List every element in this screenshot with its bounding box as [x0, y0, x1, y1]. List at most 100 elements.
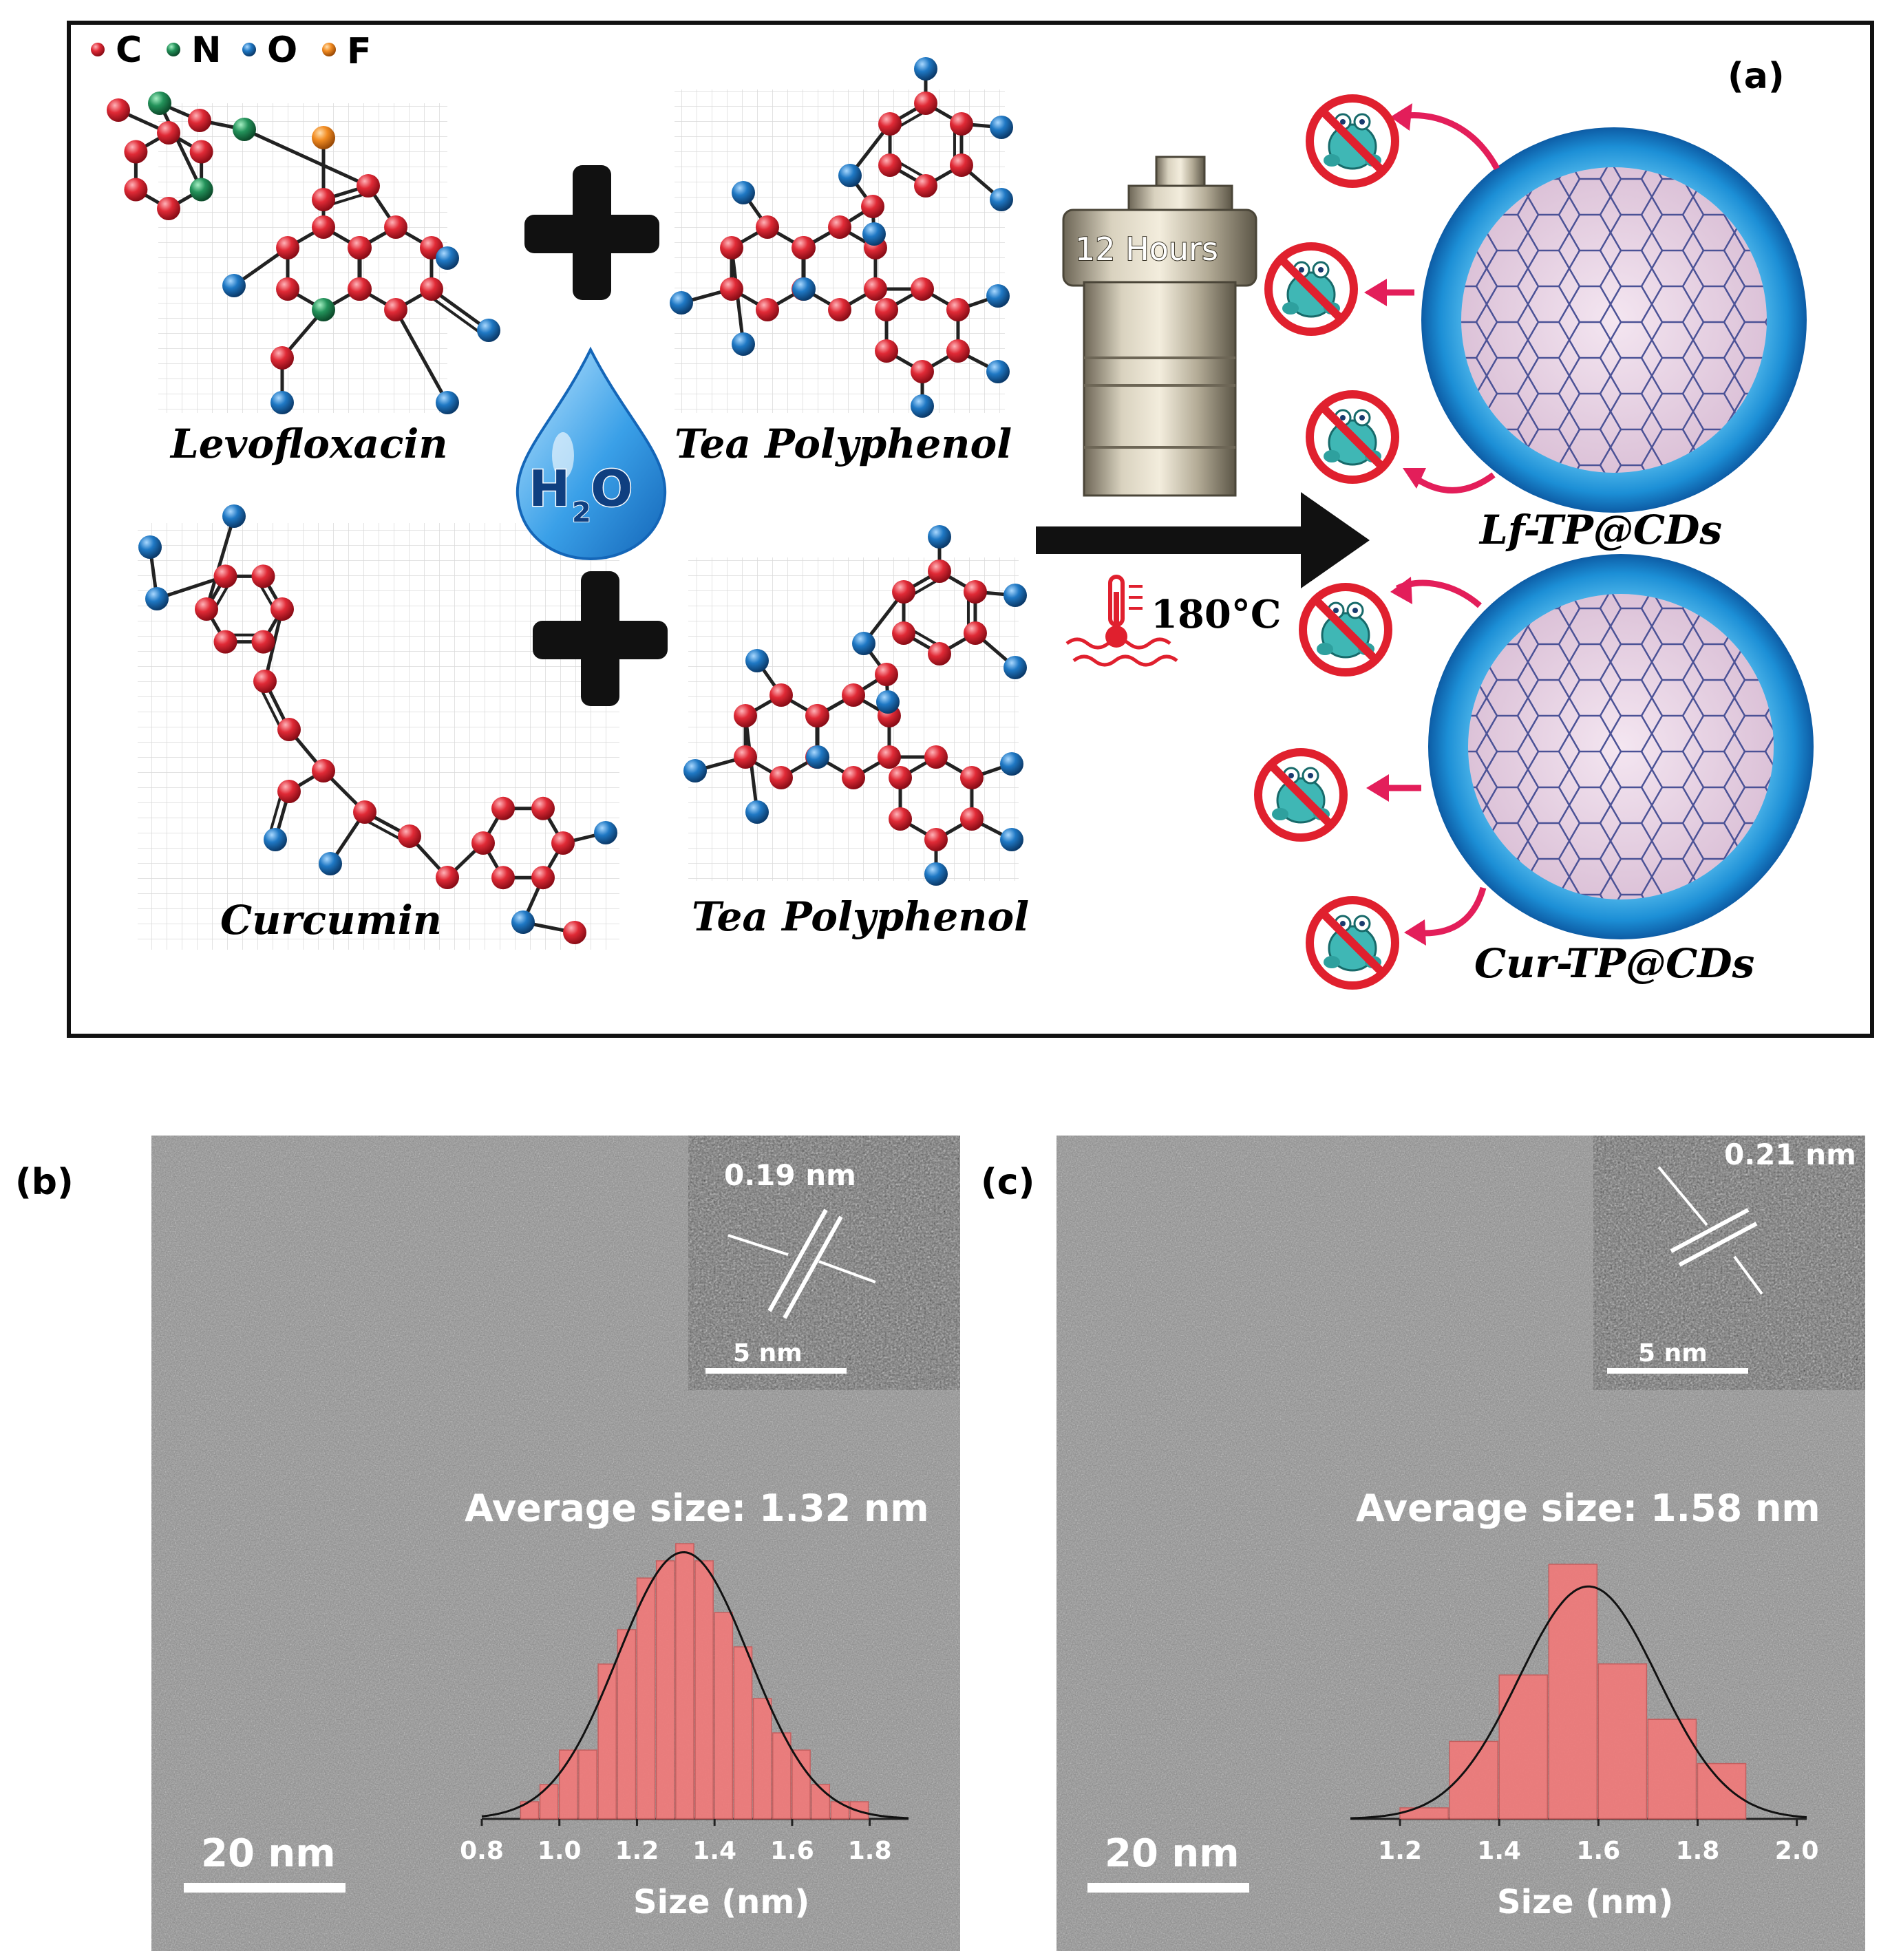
oxygen-atom-icon [242, 43, 256, 56]
scale-bar-c [1087, 1883, 1249, 1893]
carbon-atom [213, 630, 237, 654]
oxygen-atom [1000, 828, 1023, 851]
plus-icon [533, 571, 668, 706]
carbon-atom [842, 766, 865, 789]
histogram-bar [792, 1749, 811, 1820]
histogram-bar [714, 1612, 734, 1820]
carbon-atom [251, 630, 275, 654]
histogram-bar [752, 1698, 772, 1820]
inset-scale-bar-c [1607, 1368, 1748, 1374]
thermometer-icon [1065, 575, 1178, 667]
histogram-bar [1498, 1674, 1549, 1820]
scale-bar-b [184, 1883, 346, 1893]
histogram-tick-label: 1.6 [1576, 1837, 1620, 1865]
carbon-atom [875, 339, 899, 363]
carbon-atom [806, 704, 830, 727]
histogram-bar [733, 1646, 753, 1820]
carbon-atom [928, 560, 951, 583]
carbon-atom [842, 683, 865, 707]
carbon-atom [384, 298, 407, 321]
carbon-atom [270, 597, 294, 621]
water-formula-subscript: 2 [572, 497, 591, 529]
bond [430, 287, 490, 332]
carbon-atom [491, 866, 515, 890]
bond [204, 515, 236, 610]
carbon-atom [863, 277, 887, 301]
arrow-icon [818, 1260, 876, 1283]
legend-carbon: C [116, 30, 142, 71]
oxygen-atom [436, 246, 459, 270]
carbon-atom [189, 140, 213, 164]
antibacterial-arrows [1364, 103, 1500, 946]
panel-c: (c) 0.21 nm 5 nm Average size: 1.58 nm 1… [981, 1136, 1865, 1951]
carbon-atom [348, 277, 372, 301]
inhibited-bacterium-icon [1310, 98, 1395, 184]
carbon-atom [195, 597, 218, 621]
histogram-bar [539, 1784, 559, 1820]
carbon-atom-icon [91, 43, 105, 56]
oxygen-atom [732, 181, 755, 204]
oxygen-atom [990, 188, 1013, 211]
carbon-atom [398, 824, 421, 848]
carbon-atom [491, 796, 515, 820]
histogram-bar [1548, 1564, 1598, 1820]
oxygen-atom [792, 277, 816, 301]
carbon-atom [312, 215, 335, 239]
reaction-arrow-icon [1036, 492, 1370, 588]
carbon-atom [889, 807, 913, 831]
histogram-tick-label: 1.2 [1378, 1837, 1422, 1865]
histogram-tick-label: 0.8 [460, 1837, 504, 1865]
carbon-atom [828, 298, 851, 321]
carbon-atom [756, 215, 779, 239]
carbon-atom [963, 621, 987, 645]
carbon-atom [875, 663, 898, 686]
arrow-icon [728, 1234, 789, 1256]
histogram-bar [1647, 1718, 1697, 1820]
histogram-bar [1597, 1663, 1648, 1820]
bond [243, 127, 370, 188]
inhibited-bacterium-icon [1303, 587, 1388, 672]
oxygen-atom [594, 821, 617, 844]
tea-polyphenol-label-2: Tea Polyphenol [692, 893, 1029, 940]
nitrogen-atom [233, 118, 256, 141]
oxygen-atom [928, 525, 951, 548]
inhibited-bacterium-icon [1310, 394, 1395, 480]
oxygen-atom [990, 116, 1013, 139]
carbon-atom [276, 277, 300, 301]
bond [394, 308, 449, 404]
inhibited-bacterium-icon [1268, 246, 1354, 332]
oxygen-atom [270, 391, 294, 414]
histogram-tick-label: 1.4 [692, 1837, 736, 1865]
oxygen-atom [745, 800, 769, 824]
lattice-spacing-b: 0.19 nm [724, 1158, 856, 1192]
oxygen-atom [745, 649, 769, 672]
legend-fluorine: F [347, 31, 372, 72]
histogram-bar [1399, 1807, 1449, 1820]
arrow-icon [1657, 1166, 1708, 1226]
carbon-atom [914, 174, 937, 198]
carbon-atom [889, 766, 913, 789]
gaussian-fit-curve [1350, 1585, 1807, 1820]
histogram-bar [811, 1784, 831, 1820]
oxygen-atom [222, 274, 246, 297]
panel-b: (b) 0.19 nm 5 nm Average size: 1.32 nm 0… [15, 1136, 960, 1951]
inset-scale-bar-b [705, 1368, 847, 1374]
inset-scale-label-b: 5 nm [733, 1339, 803, 1367]
carbon-atom [107, 98, 130, 122]
autoclave-time-label: 12 Hours [1075, 231, 1218, 268]
inhibited-bacterium-icon [1258, 752, 1344, 838]
fluorine-atom-icon [322, 43, 336, 56]
carbon-atom [928, 642, 951, 665]
oxygen-atom [138, 535, 162, 559]
oxygen-atom [806, 745, 830, 769]
oxygen-atom [986, 360, 1010, 383]
histogram-tick-label: 1.8 [848, 1837, 892, 1865]
carbon-atom [188, 109, 211, 132]
nitrogen-atom [189, 178, 213, 202]
tea-polyphenol-molecule-1 [670, 57, 1013, 418]
average-size-c: Average size: 1.58 nm [1356, 1487, 1820, 1530]
panel-a-label: (a) [1728, 56, 1785, 97]
histogram-tick-label: 2.0 [1775, 1837, 1819, 1865]
oxygen-atom [1003, 584, 1027, 607]
